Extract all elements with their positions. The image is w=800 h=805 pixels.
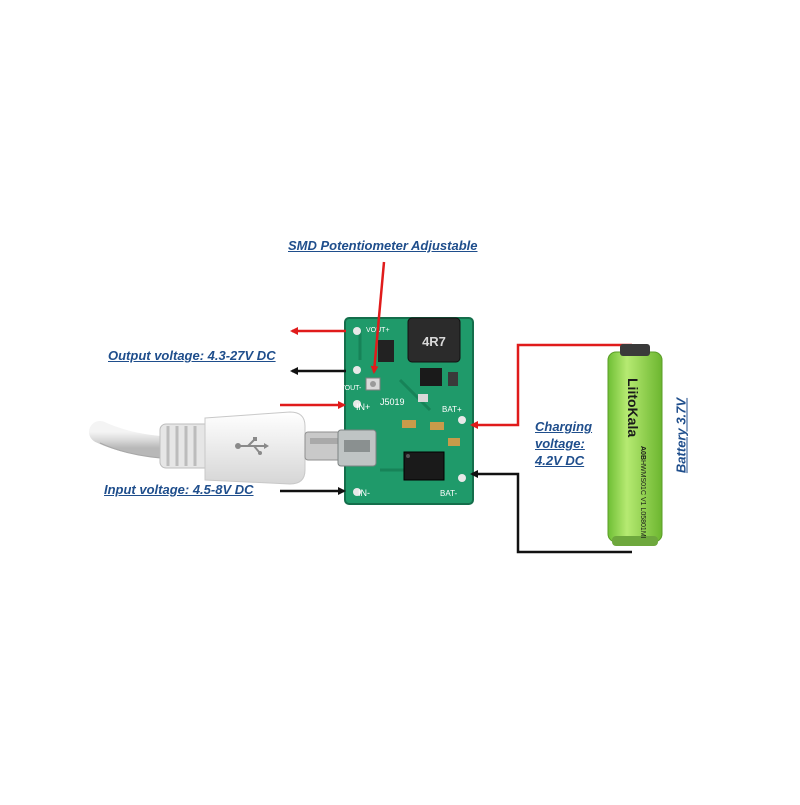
usb-plug — [204, 411, 346, 485]
charging-label-line2: voltage: — [535, 436, 585, 451]
potentiometer-label: SMD Potentiometer Adjustable — [288, 238, 478, 253]
battery-model-text: HWMS01C V1 L05801MI — [639, 460, 646, 539]
battery-voltage-label: Battery 3.7V — [673, 397, 689, 474]
output-voltage-label: Output voltage: 4.3-27V DC — [108, 348, 276, 363]
pad-bat-plus: BAT+ — [442, 405, 462, 414]
charging-voltage-label: Charging voltage: 4.2V DC — [535, 418, 592, 469]
battery-negative-wire — [470, 470, 632, 554]
battery-cell: LiitoKala HWMS01C V1 L05801MI A0B — [607, 344, 663, 546]
charging-label-line3: 4.2V DC — [535, 453, 585, 468]
pad-bat-minus: BAT- — [440, 489, 458, 498]
battery-brand-text: LiitoKala — [625, 378, 641, 437]
pad-vout-minus: VOUT- — [340, 385, 362, 392]
charging-label-line1: Charging — [535, 419, 593, 434]
potentiometer-pointer-arrow — [370, 261, 386, 374]
inductor-marking: 4R7 — [422, 334, 446, 349]
pad-in-plus: IN+ — [356, 402, 370, 412]
battery-code-text: A0B — [639, 446, 646, 460]
input-voltage-label: Input voltage: 4.5-8V DC — [104, 482, 254, 497]
usb-cable — [89, 421, 216, 469]
charger-boost-board: 4R7 VOUT+ VOUT- IN+ J5019 BAT+ IN- BAT- — [337, 317, 474, 505]
usb-symbol-icon — [235, 437, 269, 455]
battery-positive-wire — [470, 343, 632, 429]
strain-relief — [159, 423, 213, 469]
pad-in-minus: IN- — [358, 488, 370, 498]
board-name: J5019 — [380, 397, 405, 407]
